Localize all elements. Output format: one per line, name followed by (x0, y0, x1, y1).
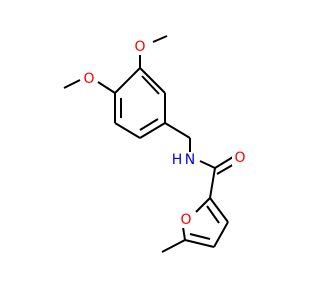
bond-methyl-o-top (152, 35, 168, 43)
bond-ring-4 (114, 122, 141, 139)
bond-o-left-ring (97, 81, 116, 94)
bonds (63, 35, 237, 253)
bond-methyl-o-left (63, 79, 81, 89)
bond-ring-ch2 (164, 122, 191, 139)
atom-h-amide-label: H (172, 152, 183, 168)
molecule-structure-diagram: O O H N O O (63, 35, 248, 253)
atom-labels: O O H N O O (81, 39, 248, 228)
atom-o-methoxy-top: O (132, 39, 148, 55)
atom-o-furan: O (178, 212, 194, 228)
bond-n-carbonyl-c (199, 160, 216, 169)
atom-o-carbonyl: O (232, 150, 248, 166)
bond-furan-double-a (206, 205, 220, 224)
bond-ring-double-a (141, 75, 160, 95)
atom-nh-amide: H N (170, 152, 198, 168)
bond-ring-6 (114, 67, 141, 94)
atom-o-carbonyl-label: O (234, 150, 245, 166)
atom-o-furan-label: O (180, 212, 191, 228)
atom-o-methoxy-left: O (81, 71, 97, 87)
bond-furan-methyl (161, 239, 186, 253)
bond-furan-4 (213, 221, 229, 248)
bond-carbonyl-furan (209, 167, 216, 199)
bond-ring-1 (139, 67, 166, 94)
bond-furan-2 (182, 226, 186, 241)
bond-ring-3 (139, 122, 166, 139)
atom-o-methoxy-left-label: O (83, 71, 94, 87)
atom-o-methoxy-top-label: O (134, 39, 145, 55)
atom-n-amide-label: N (185, 152, 195, 168)
bond-furan-double-b (189, 233, 211, 240)
bond-furan-5 (209, 197, 229, 223)
bond-furan-1 (195, 197, 211, 213)
bond-furan-3 (184, 239, 215, 248)
bond-carbonyl-double-1 (214, 156, 234, 169)
bond-ring-double-b (139, 118, 159, 131)
